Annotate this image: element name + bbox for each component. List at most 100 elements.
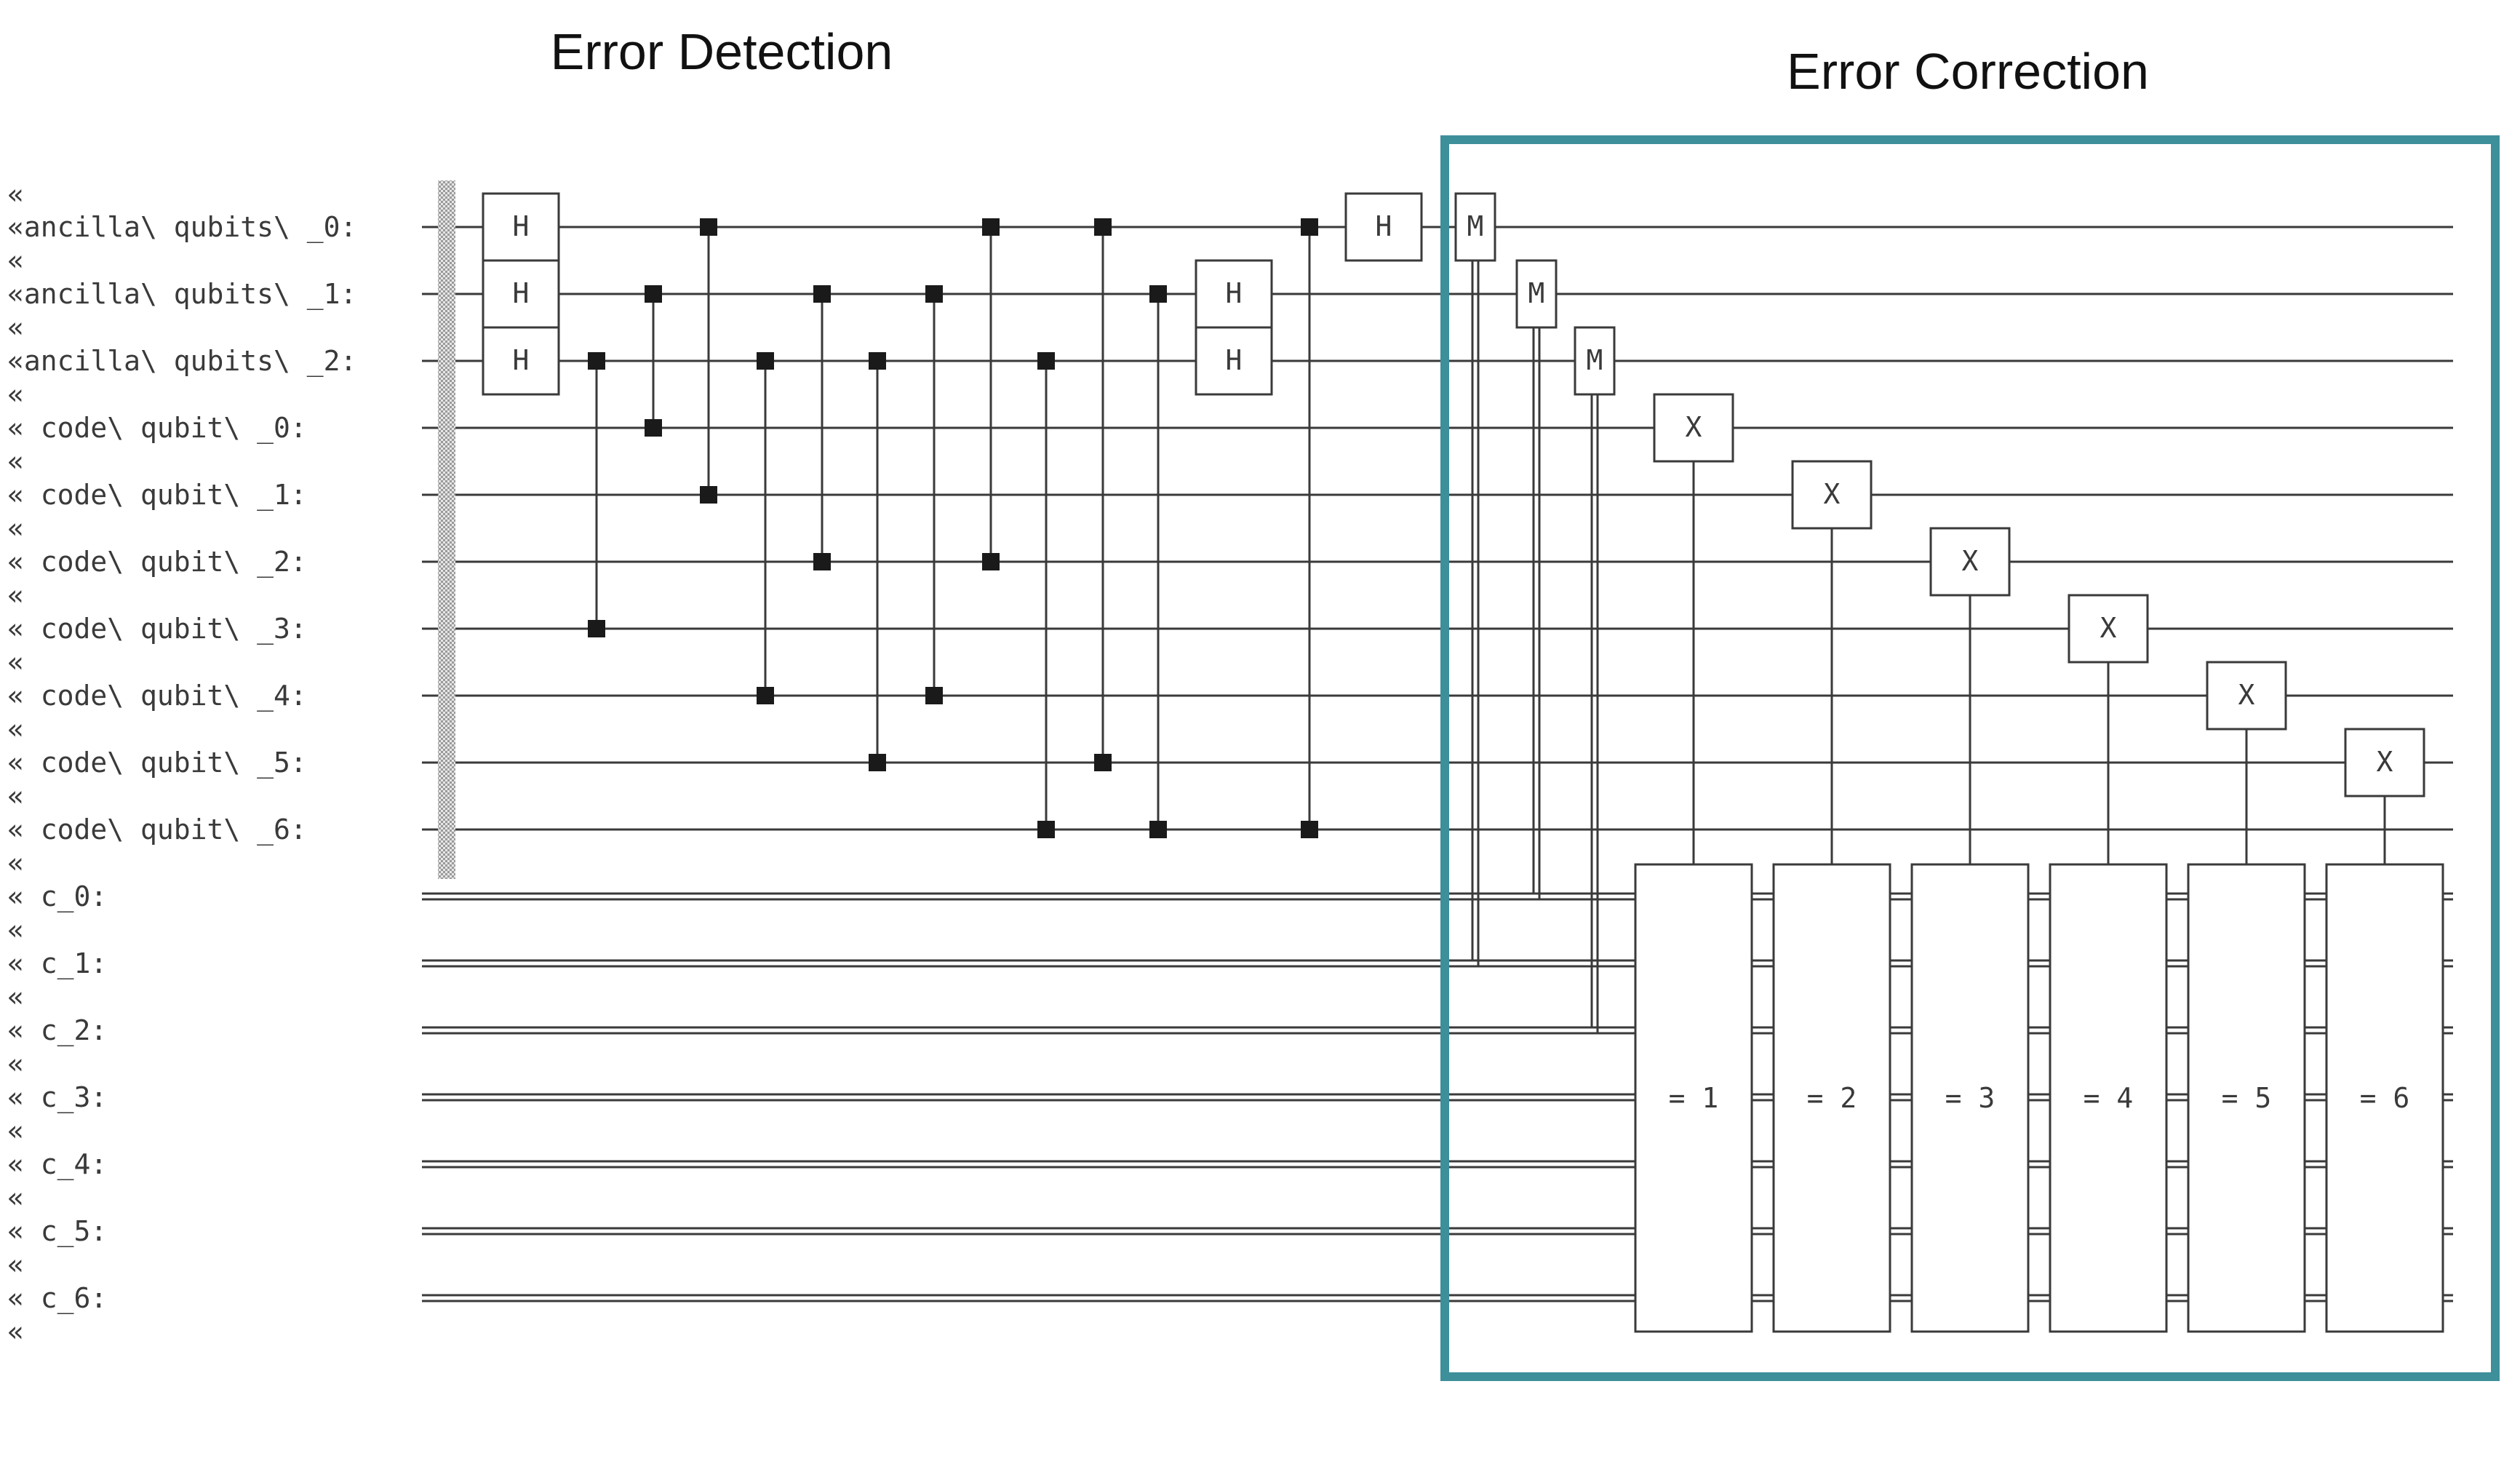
measure-gate [1454, 192, 1496, 262]
condition-box [2325, 863, 2444, 1333]
qubit-label: « code\ qubit\ _0: [7, 412, 307, 445]
wrap-marker: « [7, 780, 24, 812]
wrap-marker: « [7, 1182, 24, 1214]
clbit-label: « c_2: [7, 1014, 107, 1047]
wrap-marker: « [7, 1249, 24, 1281]
x-gate-label: X [1962, 545, 1979, 577]
wrap-marker: « [7, 646, 24, 678]
wrap-marker: « [7, 1316, 24, 1348]
clbit-label: « c_0: [7, 880, 107, 913]
control-dot [982, 218, 1000, 236]
wrap-marker: « [7, 244, 24, 277]
control-dot [645, 285, 662, 303]
control-dot [645, 419, 662, 437]
qubit-label: «ancilla\ qubits\ _2: [7, 345, 356, 378]
measure-gate-label: M [1587, 344, 1603, 376]
hadamard-gate-label: H [1376, 210, 1392, 242]
control-dot [869, 754, 886, 771]
wrap-marker: « [7, 512, 24, 544]
condition-box [2187, 863, 2306, 1333]
wrap-marker: « [7, 847, 24, 879]
condition-label: = 3 [1945, 1082, 1995, 1114]
wrap-marker: « [7, 311, 24, 343]
clbit-label: « c_3: [7, 1081, 107, 1114]
x-gate [2068, 594, 2149, 664]
control-dot [757, 687, 774, 704]
wrap-marker: « [7, 1115, 24, 1147]
control-dot [925, 285, 943, 303]
hadamard-gate [1195, 326, 1273, 396]
condition-label: = 1 [1669, 1082, 1719, 1114]
condition-label: = 4 [2084, 1082, 2134, 1114]
titles: Error Detection Error Correction [551, 23, 2149, 100]
clbit-label: « c_6: [7, 1282, 107, 1315]
clbit-label: « c_5: [7, 1215, 107, 1248]
x-gate [2344, 728, 2425, 797]
wrap-marker: « [7, 378, 24, 410]
qubit-label: « code\ qubit\ _3: [7, 613, 307, 645]
qubit-label: « code\ qubit\ _5: [7, 747, 307, 779]
control-dot [1149, 821, 1167, 838]
connectors [595, 227, 2386, 1033]
condition-box [1634, 863, 1753, 1333]
wrap-marker: « [7, 178, 24, 210]
clbit-label: « c_1: [7, 947, 107, 980]
control-dot [813, 285, 831, 303]
control-dot [700, 486, 717, 504]
barrier [438, 180, 455, 879]
clbit-label: « c_4: [7, 1148, 107, 1181]
condition-label: = 6 [2360, 1082, 2410, 1114]
control-dot [700, 218, 717, 236]
measure-gate [1574, 326, 1616, 396]
error-correction-title: Error Correction [1787, 43, 2149, 100]
control-dot [813, 553, 831, 570]
error-correction-box [1440, 135, 2500, 1381]
qubit-label: « code\ qubit\ _4: [7, 680, 307, 712]
x-gate-label: X [1824, 478, 1841, 510]
hadamard-gate-label: H [513, 210, 530, 242]
error-correction-region [1440, 135, 2500, 1381]
register-labels: ««ancilla\ qubits\ _0: ««ancilla\ qubits… [7, 178, 356, 1348]
hadamard-gate-label: H [513, 277, 530, 309]
qubit-label: « code\ qubit\ _6: [7, 813, 307, 846]
condition-label: = 2 [1807, 1082, 1857, 1114]
hadamard-gate [482, 326, 560, 396]
control-dot [1094, 218, 1112, 236]
hadamard-gate [482, 259, 560, 329]
condition-box [1772, 863, 1891, 1333]
qubit-label: «ancilla\ qubits\ _1: [7, 278, 356, 311]
condition-box [2049, 863, 2168, 1333]
wrap-marker: « [7, 1048, 24, 1080]
control-dot [982, 553, 1000, 570]
x-gate [1791, 460, 1873, 530]
control-dot [869, 352, 886, 370]
control-dot [1037, 821, 1055, 838]
x-gate-label: X [2100, 612, 2117, 644]
measure-gate [1515, 259, 1558, 329]
measure-gate-label: M [1528, 277, 1545, 309]
qubit-label: « code\ qubit\ _1: [7, 479, 307, 512]
x-gate [1929, 527, 2011, 597]
control-dot [1094, 754, 1112, 771]
control-dot [588, 352, 605, 370]
hadamard-gate [1344, 192, 1423, 262]
control-dot [757, 352, 774, 370]
hadamard-gate-label: H [1226, 277, 1243, 309]
control-dot [588, 620, 605, 637]
condition-label: = 5 [2222, 1082, 2272, 1114]
wrap-marker: « [7, 579, 24, 611]
x-gate-label: X [2238, 679, 2255, 711]
qubit-label: «ancilla\ qubits\ _0: [7, 211, 356, 244]
x-gate-label: X [2377, 746, 2393, 778]
control-dot [1301, 821, 1318, 838]
control-dot [1301, 218, 1318, 236]
x-gate [2206, 661, 2287, 731]
hadamard-gate-label: H [1226, 344, 1243, 376]
wrap-marker: « [7, 713, 24, 745]
measure-gate-label: M [1467, 210, 1484, 242]
condition-box [1910, 863, 2030, 1333]
hadamard-gate-label: H [513, 344, 530, 376]
qubit-label: « code\ qubit\ _2: [7, 546, 307, 578]
